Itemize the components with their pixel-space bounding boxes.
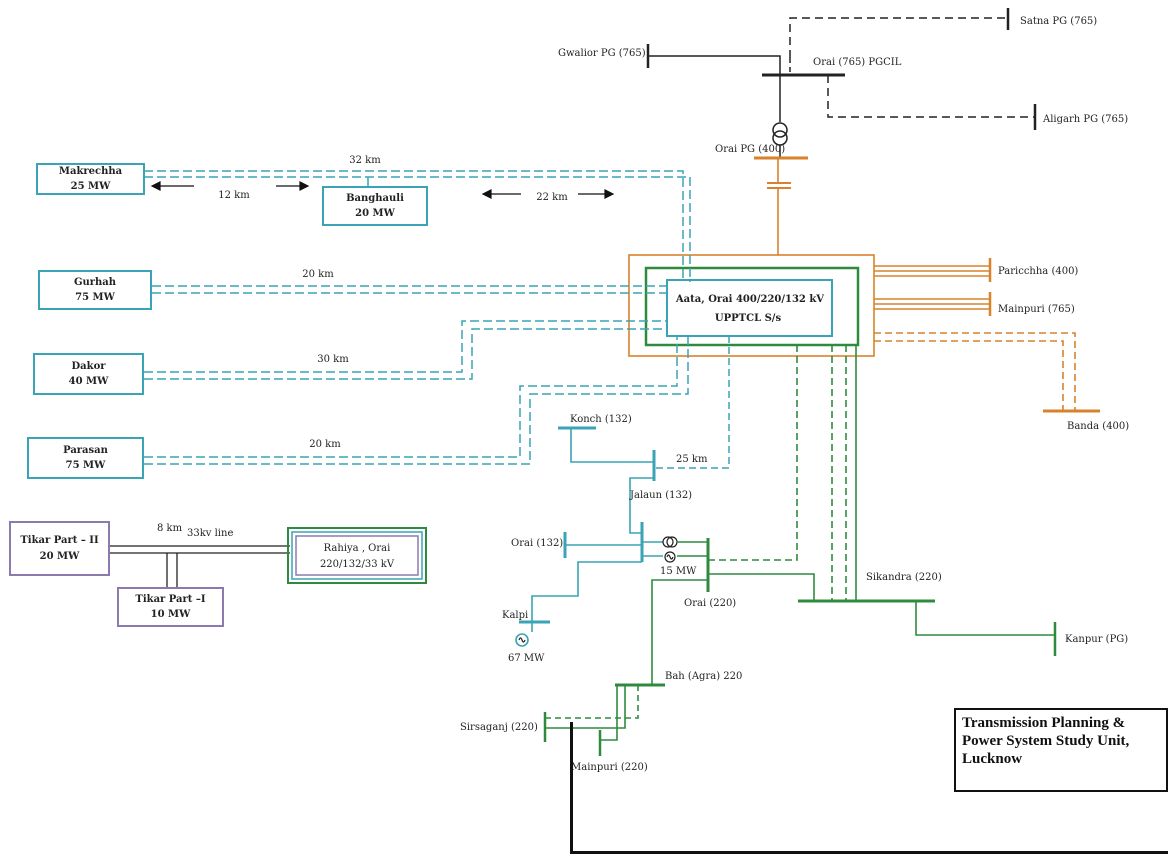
grid-220kv bbox=[543, 345, 1057, 756]
plant-parasan: Parasan 75 MW bbox=[27, 437, 144, 479]
dist-12km: 12 km bbox=[218, 190, 250, 201]
plant-name: Tikar Part –I bbox=[135, 593, 206, 605]
plant-tikar-part-1: Tikar Part –I 10 MW bbox=[117, 587, 224, 627]
dist-32km: 32 km bbox=[349, 155, 381, 166]
dist-20km-parasan: 20 km bbox=[309, 439, 341, 450]
plant-name: Parasan bbox=[63, 444, 108, 456]
aligarh-line bbox=[827, 75, 1035, 118]
dakor-feeder-a bbox=[144, 320, 668, 373]
rahiya-box-mid bbox=[291, 531, 423, 580]
label-mainpuri765: Mainpuri (765) bbox=[998, 304, 1075, 315]
title-line-3: Lucknow bbox=[962, 751, 1023, 767]
plant-name: Dakor bbox=[71, 360, 106, 372]
plant-capacity: 20 MW bbox=[355, 208, 395, 219]
plant-capacity: 25 MW bbox=[70, 181, 111, 192]
label-bah: Bah (Agra) 220 bbox=[665, 671, 742, 682]
label-orai-gen: 15 MW bbox=[660, 566, 697, 577]
kalpi-generator-icon bbox=[515, 633, 529, 647]
transformer-icon bbox=[772, 122, 788, 138]
label-gwalior: Gwalior PG (765) bbox=[558, 48, 646, 59]
bottom-frame bbox=[570, 722, 1168, 854]
substation-inner-box bbox=[666, 279, 833, 337]
label-kalpi: Kalpi bbox=[502, 610, 528, 621]
orai-generator-icon bbox=[664, 551, 676, 563]
label-orai765: Orai (765) PGCIL bbox=[813, 57, 902, 68]
label-sikandra: Sikandra (220) bbox=[866, 572, 942, 583]
makrechha-feeder-b bbox=[144, 176, 691, 282]
plant-makrechha: Makrechha 25 MW bbox=[36, 163, 145, 195]
plant-capacity: 10 MW bbox=[150, 609, 191, 620]
label-kanpur: Kanpur (PG) bbox=[1065, 634, 1128, 645]
orai-transformer-icon bbox=[662, 536, 674, 548]
label-banda: Banda (400) bbox=[1067, 421, 1129, 432]
label-kalpi-gen: 67 MW bbox=[508, 653, 545, 664]
gwalior-line bbox=[648, 55, 781, 74]
substation-owner: UPPTCL S/s bbox=[715, 313, 782, 324]
label-orai220: Orai (220) bbox=[684, 598, 736, 609]
dist-30km: 30 km bbox=[317, 354, 349, 365]
dist-25km: 25 km bbox=[676, 454, 708, 465]
grid-132kv bbox=[515, 426, 663, 647]
label-satna: Satna PG (765) bbox=[1020, 16, 1097, 27]
substation-mid-box bbox=[644, 266, 860, 347]
dist-8km: 8 km bbox=[157, 523, 183, 534]
rahiya-box-inner bbox=[295, 535, 419, 576]
label-konch: Konch (132) bbox=[570, 414, 632, 425]
solar-feeders bbox=[144, 170, 691, 465]
plant-name: Makrechha bbox=[58, 165, 123, 177]
rahiya-box-outer bbox=[287, 527, 427, 584]
plant-tikar-part-2: Tikar Part – II 20 MW bbox=[9, 521, 110, 576]
rahiya-name: Rahiya , Orai bbox=[324, 543, 391, 554]
title-block: Transmission Planning & Power System Stu… bbox=[954, 708, 1168, 792]
title-line-1: Transmission Planning & bbox=[962, 715, 1126, 731]
grid-765kv bbox=[646, 8, 1037, 158]
plant-capacity: 75 MW bbox=[65, 460, 106, 471]
makrechha-feeder-a bbox=[144, 170, 684, 282]
rahiya-voltage: 220/132/33 kV bbox=[320, 559, 395, 570]
label-paricchha: Paricchha (400) bbox=[998, 266, 1078, 277]
satna-line bbox=[789, 17, 1008, 58]
label-jalaun: Jalaun (132) bbox=[629, 490, 692, 501]
dist-20km-gurhah: 20 km bbox=[302, 269, 334, 280]
plant-dakor: Dakor 40 MW bbox=[33, 353, 144, 395]
plant-capacity: 75 MW bbox=[75, 292, 115, 303]
label-aligarh: Aligarh PG (765) bbox=[1042, 114, 1128, 125]
plant-capacity: 20 MW bbox=[39, 550, 80, 562]
dakor-feeder-b bbox=[144, 328, 668, 380]
jalaun-feeder bbox=[654, 336, 730, 469]
label-sirsaganj: Sirsaganj (220) bbox=[460, 722, 538, 733]
label-orai132: Orai (132) bbox=[511, 538, 563, 549]
plant-gurhah: Gurhah 75 MW bbox=[38, 270, 152, 310]
parasan-feeder-b bbox=[144, 336, 689, 465]
plant-banghauli: Banghauli 20 MW bbox=[322, 186, 428, 226]
plant-name: Gurhah bbox=[73, 276, 117, 288]
label-33kv-line: 33kv line bbox=[187, 528, 233, 539]
label-orai-pg400: Orai PG (400) bbox=[715, 144, 785, 155]
title-line-2: Power System Study Unit, bbox=[962, 733, 1130, 749]
substation-name: Aata, Orai 400/220/132 kV bbox=[675, 294, 824, 305]
parasan-feeder-a bbox=[144, 336, 678, 458]
plant-name: Tikar Part – II bbox=[20, 535, 99, 546]
grid-400kv bbox=[628, 156, 1100, 413]
plant-capacity: 40 MW bbox=[68, 376, 109, 387]
substation-outer-box bbox=[628, 254, 875, 357]
dist-22km: 22 km bbox=[536, 192, 568, 203]
label-mainpuri220: Mainpuri (220) bbox=[571, 762, 648, 773]
plant-name: Banghauli bbox=[346, 192, 404, 204]
